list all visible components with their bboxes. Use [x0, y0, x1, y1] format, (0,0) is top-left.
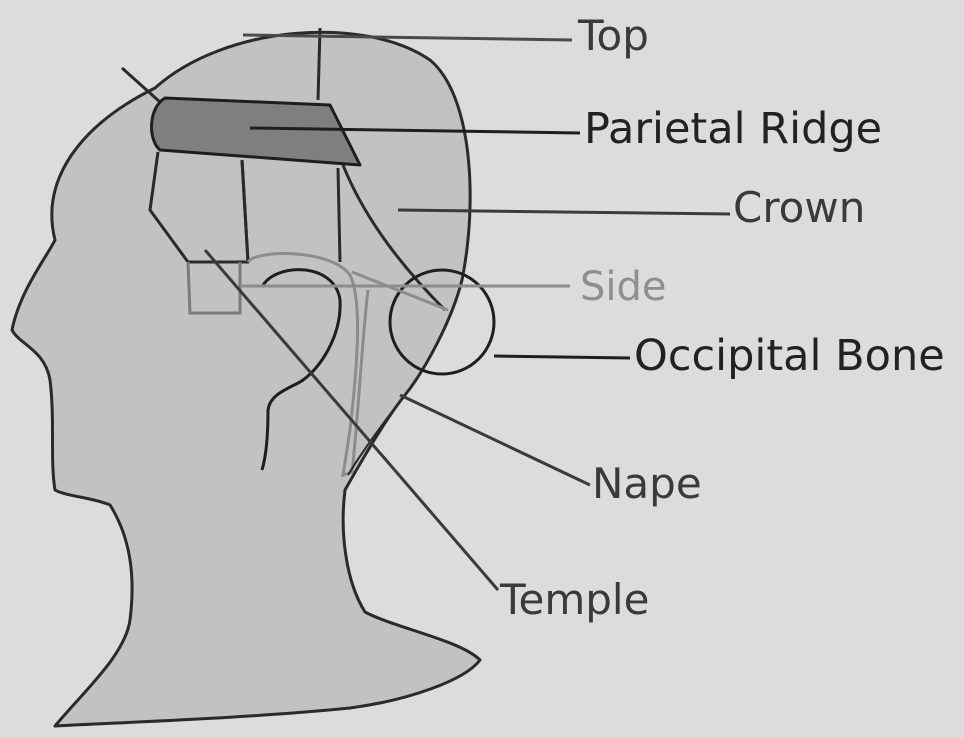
occipital-bone-leader-line — [494, 356, 630, 358]
label-parietal-ridge: Parietal Ridge — [584, 104, 882, 154]
label-crown: Crown — [733, 183, 865, 232]
nape-leader-line — [400, 395, 590, 485]
label-side: Side — [580, 264, 667, 310]
label-temple: Temple — [499, 575, 649, 624]
label-occipital-bone: Occipital Bone — [634, 331, 945, 381]
top-section-line-right — [318, 28, 320, 100]
label-nape: Nape — [592, 459, 702, 508]
label-top: Top — [577, 11, 649, 60]
